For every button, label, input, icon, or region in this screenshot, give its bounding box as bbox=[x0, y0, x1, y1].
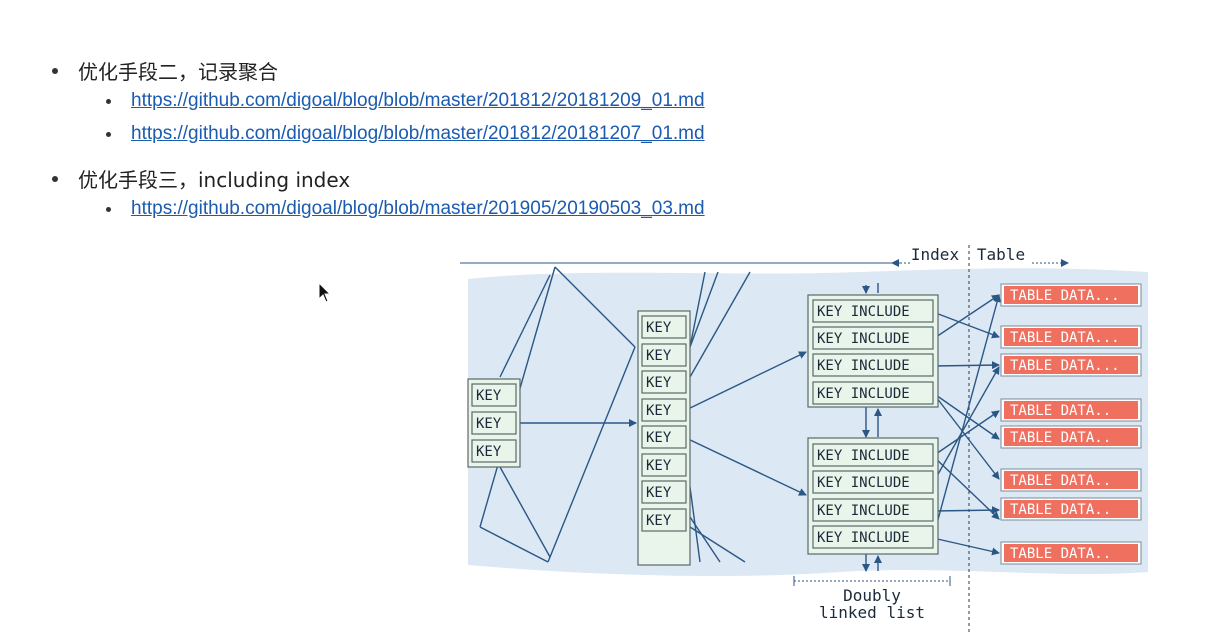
key-include-cell bbox=[812, 381, 934, 405]
connector-line bbox=[932, 392, 1000, 480]
key-cell bbox=[641, 425, 687, 449]
bullet-icon bbox=[52, 67, 58, 74]
key-cell bbox=[641, 370, 687, 394]
connector-line bbox=[932, 455, 1000, 520]
table-data-label: TABLE DATA... bbox=[1010, 358, 1120, 374]
key-cell bbox=[641, 315, 687, 339]
connector-line bbox=[689, 271, 751, 378]
bullet-icon bbox=[52, 175, 58, 182]
bullet-icon bbox=[106, 98, 111, 104]
footer-line-2: linked list bbox=[819, 603, 925, 622]
key-include-label: KEY INCLUDE bbox=[817, 448, 910, 464]
key-label: KEY bbox=[476, 444, 502, 460]
key-include-label: KEY INCLUDE bbox=[817, 386, 910, 402]
connector-line bbox=[685, 351, 807, 411]
table-data-label: TABLE DATA.. bbox=[1010, 430, 1111, 446]
key-include-cell bbox=[812, 525, 934, 549]
connector-line bbox=[932, 410, 1000, 457]
key-include-label: KEY INCLUDE bbox=[817, 503, 910, 519]
list-item: https://github.com/digoal/blog/blob/mast… bbox=[106, 198, 705, 220]
table-data-cell bbox=[1004, 286, 1138, 304]
key-label: KEY bbox=[646, 458, 672, 474]
bullet-icon bbox=[106, 206, 111, 212]
table-data-label: TABLE DATA.. bbox=[1010, 546, 1111, 562]
key-include-cell bbox=[812, 299, 934, 323]
table-data-cell bbox=[1004, 356, 1138, 374]
key-cell bbox=[641, 343, 687, 367]
connector-line bbox=[685, 437, 807, 496]
table-data-cell bbox=[1004, 401, 1138, 419]
link-20181209[interactable]: https://github.com/digoal/blog/blob/mast… bbox=[131, 90, 705, 111]
key-label: KEY bbox=[646, 513, 672, 529]
key-label: KEY bbox=[646, 403, 672, 419]
table-data-cell bbox=[1004, 328, 1138, 346]
table-data-label: TABLE DATA.. bbox=[1010, 403, 1111, 419]
key-label: KEY bbox=[646, 485, 672, 501]
key-include-cell bbox=[812, 470, 934, 494]
table-data-label: TABLE DATA.. bbox=[1010, 502, 1111, 518]
key-include-label: KEY INCLUDE bbox=[817, 331, 910, 347]
key-cell bbox=[641, 453, 687, 477]
key-include-cell bbox=[812, 326, 934, 350]
key-label: KEY bbox=[646, 320, 672, 336]
connector-line bbox=[689, 271, 706, 348]
connector-line bbox=[932, 366, 1000, 484]
key-label: KEY bbox=[646, 348, 672, 364]
key-cell bbox=[641, 480, 687, 504]
connector-line bbox=[499, 274, 551, 378]
connector-line bbox=[689, 271, 719, 348]
list-item: https://github.com/digoal/blog/blob/mast… bbox=[106, 123, 705, 145]
link-20181207[interactable]: https://github.com/digoal/blog/blob/mast… bbox=[131, 123, 705, 144]
link-20190503[interactable]: https://github.com/digoal/blog/blob/mast… bbox=[131, 198, 705, 219]
key-label: KEY bbox=[476, 416, 502, 432]
btree-include-index-diagram: Index Table KEYKEYKEYKEYKEYKEYKEYKEYKEYK… bbox=[460, 227, 1148, 632]
table-rows: TABLE DATA... TABLE DATA... TABLE DATA... T… bbox=[1000, 283, 1142, 565]
bullet-text-1: 优化手段二，记录聚合 bbox=[78, 60, 278, 84]
mouse-cursor-icon bbox=[318, 281, 332, 308]
bullet-text-2: 优化手段三，including index bbox=[78, 168, 351, 192]
key-include-label: KEY INCLUDE bbox=[817, 530, 910, 546]
connector-line bbox=[932, 294, 1002, 539]
key-cell bbox=[641, 508, 687, 532]
connector-line bbox=[689, 526, 746, 563]
connector-line bbox=[932, 506, 1000, 515]
list-item: 优化手段三，including index bbox=[52, 164, 350, 193]
key-cell bbox=[641, 398, 687, 422]
table-data-cell bbox=[1004, 471, 1138, 489]
key-label: KEY bbox=[646, 430, 672, 446]
connector-line bbox=[499, 466, 551, 558]
connector-line bbox=[479, 526, 549, 563]
key-cell bbox=[471, 411, 517, 435]
table-data-label: TABLE DATA... bbox=[1010, 330, 1120, 346]
key-include-label: KEY INCLUDE bbox=[817, 304, 910, 320]
list-item: https://github.com/digoal/blog/blob/mast… bbox=[106, 90, 705, 112]
footer-line-1: Doubly bbox=[843, 586, 901, 605]
table-data-cell bbox=[1004, 544, 1138, 562]
connector-line bbox=[932, 294, 1000, 340]
list-item: 优化手段二，记录聚合 bbox=[52, 56, 278, 85]
key-include-cell bbox=[812, 498, 934, 522]
key-cell bbox=[471, 439, 517, 463]
connector-line bbox=[547, 346, 636, 563]
connector-line bbox=[554, 266, 636, 348]
key-cell bbox=[471, 383, 517, 407]
header-index: Index bbox=[911, 245, 960, 264]
header-table: Table bbox=[977, 245, 1025, 264]
table-data-cell bbox=[1004, 428, 1138, 446]
key-include-cell bbox=[812, 443, 934, 467]
key-label: KEY bbox=[476, 388, 502, 404]
table-data-cell bbox=[1004, 500, 1138, 518]
table-data-label: TABLE DATA.. bbox=[1010, 473, 1111, 489]
key-include-label: KEY INCLUDE bbox=[817, 358, 910, 374]
connector-line bbox=[932, 361, 1000, 370]
connector-line bbox=[932, 537, 1000, 556]
key-label: KEY bbox=[646, 375, 672, 391]
key-include-label: KEY INCLUDE bbox=[817, 475, 910, 491]
index-nodes: KEY KEY KEY KEY KEY KEY KEY KEY KEY KEY KEY KEY INC… bbox=[467, 294, 939, 566]
table-data-label: TABLE DATA... bbox=[1010, 288, 1120, 304]
key-include-cell bbox=[812, 353, 934, 377]
connector-line bbox=[689, 516, 721, 563]
bullet-list: 优化手段二，记录聚合 https://github.com/digoal/blo… bbox=[0, 0, 1228, 240]
bullet-icon bbox=[106, 131, 111, 137]
